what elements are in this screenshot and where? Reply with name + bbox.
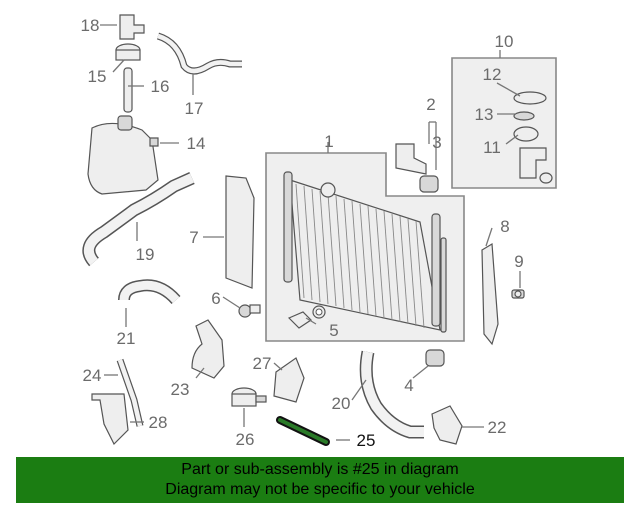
callout-22: 22 bbox=[488, 418, 507, 437]
callout-27: 27 bbox=[253, 354, 272, 373]
callout-12: 12 bbox=[483, 65, 502, 84]
callout-28: 28 bbox=[149, 413, 168, 432]
callout-7: 7 bbox=[189, 228, 198, 247]
callout-23: 23 bbox=[171, 380, 190, 399]
callout-labels: 1 2 3 4 5 6 7 8 9 10 11 12 13 14 15 16 1… bbox=[81, 16, 524, 450]
mount-bracket bbox=[273, 357, 305, 403]
callout-20: 20 bbox=[332, 394, 351, 413]
callout-2: 2 bbox=[426, 95, 435, 114]
bracket-bolt bbox=[511, 289, 525, 299]
hose-joint bbox=[119, 14, 145, 40]
side-bracket bbox=[481, 242, 499, 346]
callout-6: 6 bbox=[211, 289, 220, 308]
callout-13: 13 bbox=[475, 105, 494, 124]
lower-cushion bbox=[425, 349, 445, 367]
callout-11: 11 bbox=[483, 138, 501, 157]
callout-19: 19 bbox=[136, 245, 155, 264]
callout-15: 15 bbox=[88, 67, 107, 86]
callout-4: 4 bbox=[404, 376, 413, 395]
banner-disclaimer-text: Diagram may not be specific to your vehi… bbox=[165, 481, 475, 498]
radiator bbox=[283, 171, 447, 333]
callout-9: 9 bbox=[514, 252, 523, 271]
cap-set-box bbox=[451, 57, 557, 189]
thermostat-housing bbox=[231, 387, 267, 407]
callout-10: 10 bbox=[495, 32, 514, 51]
callout-14: 14 bbox=[187, 134, 206, 153]
tank-cap bbox=[115, 43, 141, 61]
drain-bolt bbox=[238, 304, 261, 318]
callout-8: 8 bbox=[500, 217, 509, 236]
drain-plug bbox=[287, 305, 326, 329]
callout-5: 5 bbox=[329, 321, 338, 340]
reserve-tank bbox=[87, 115, 159, 195]
hose-bracket bbox=[91, 393, 129, 446]
callout-25: 25 bbox=[357, 431, 376, 450]
part-info-banner: Part or sub-assembly is #25 in diagram D… bbox=[16, 457, 624, 503]
callout-1: 1 bbox=[324, 132, 333, 151]
lower-bracket bbox=[431, 405, 463, 445]
callout-26: 26 bbox=[236, 430, 255, 449]
callout-17: 17 bbox=[185, 99, 204, 118]
radiator-cap-set bbox=[513, 91, 553, 184]
callout-21: 21 bbox=[117, 329, 136, 348]
banner-part-text: Part or sub-assembly is #25 in diagram bbox=[181, 461, 459, 478]
upper-bracket bbox=[395, 143, 439, 193]
fan-shroud bbox=[225, 175, 255, 289]
callout-3: 3 bbox=[432, 133, 441, 152]
water-outlet bbox=[191, 319, 225, 379]
callout-18: 18 bbox=[81, 16, 100, 35]
callout-24: 24 bbox=[83, 366, 102, 385]
callout-16: 16 bbox=[151, 77, 170, 96]
overflow-tube bbox=[123, 67, 133, 113]
leader-lines bbox=[100, 24, 521, 441]
